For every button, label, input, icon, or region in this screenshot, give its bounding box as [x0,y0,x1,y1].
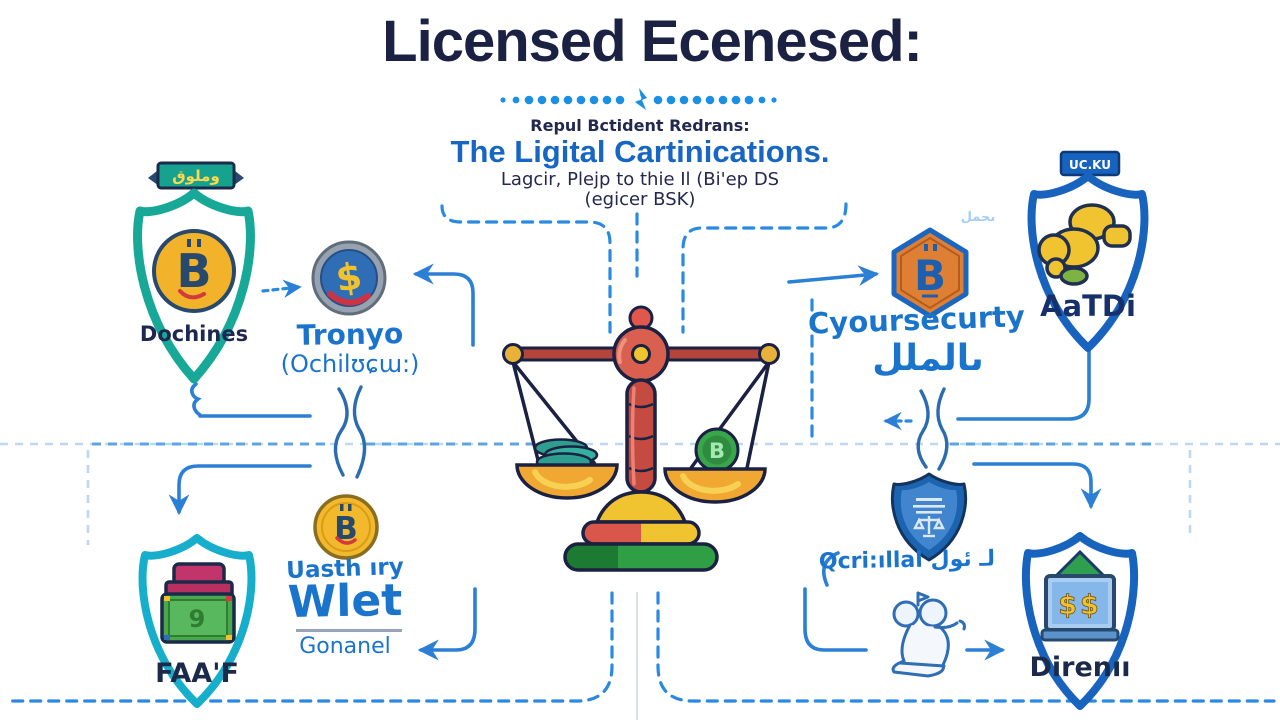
aatdi-banner: UC.KU [1059,150,1121,177]
compliance-label: Qcri:ıllal لـ ئول [818,546,996,575]
subtitle-line1: Lagcir, Plejp to thie Il (Bi'ep DS [500,169,780,190]
compliance-shield-icon [890,472,968,562]
tronyo-coin-icon: $ [311,240,387,316]
gold-fist-coins-icon [1037,203,1132,286]
wallet-device-icon: 9 [160,562,236,644]
hexagon-coin-glyph: B [914,251,946,300]
direni-label: Direnıı [1029,652,1130,683]
aatdi-banner-text: UC.KU [1069,158,1111,172]
dotted-divider [500,88,777,110]
page-title: Licensed Ecenesed: [382,9,923,74]
tronyo-sublabel: (Ochilʊɕɯ:) [280,350,420,378]
dochines-shield: B Dochines [133,188,255,384]
dochines-coin-glyph: B [176,244,211,298]
dochines-label: Dochines [140,322,248,346]
faaf-device-glyph: 9 [189,605,206,633]
dashed-connectors [4,202,1276,703]
scale-coin-glyph: B [709,439,725,463]
balance-sketch-icon [891,591,966,678]
center-fold-line [636,592,638,720]
aatdi-shield: AaTDi [1027,172,1149,352]
faaf-label: FAA'F [155,658,239,689]
faaf-shield: 9 FAA'F [138,534,256,708]
wallet-coin-icon: B [313,494,379,560]
money-monitor-icon: $$ [1040,549,1120,642]
divider-bird-icon [635,88,647,110]
subtitle-line2: (egicer BSK) [584,189,696,210]
aatdi-label: AaTDi [1040,289,1136,323]
subtitle-heading: The Ligital Cartinications. [450,134,830,169]
wallet-coin-glyph: B [334,511,358,547]
dochines-banner-text: وملوق [172,167,220,185]
bitcoin-coin-icon [152,229,236,313]
subtitle-kicker: Repul Bctident Redrans: [530,116,750,135]
aatdi-note: ىحمل [960,210,996,225]
wallet-label: Wlet [287,575,403,628]
direni-shield: $$ Direnıı [1021,532,1139,710]
dochines-banner: وملوق [148,161,244,190]
solid-connectors [168,263,1102,661]
wallet-underline [296,629,402,632]
direni-screen-glyph: $$ [1058,590,1102,621]
justice-scale-icon: B [502,305,780,572]
tronyo-coin-glyph: $ [333,254,364,300]
brace-marks [333,385,949,479]
cybersecurity-arabic: ىالملل [872,338,984,379]
tronyo-label: Tronyo [296,317,404,352]
wallet-line3: Gonanel [299,634,391,659]
bitcoin-hexagon-icon: B [891,227,969,319]
